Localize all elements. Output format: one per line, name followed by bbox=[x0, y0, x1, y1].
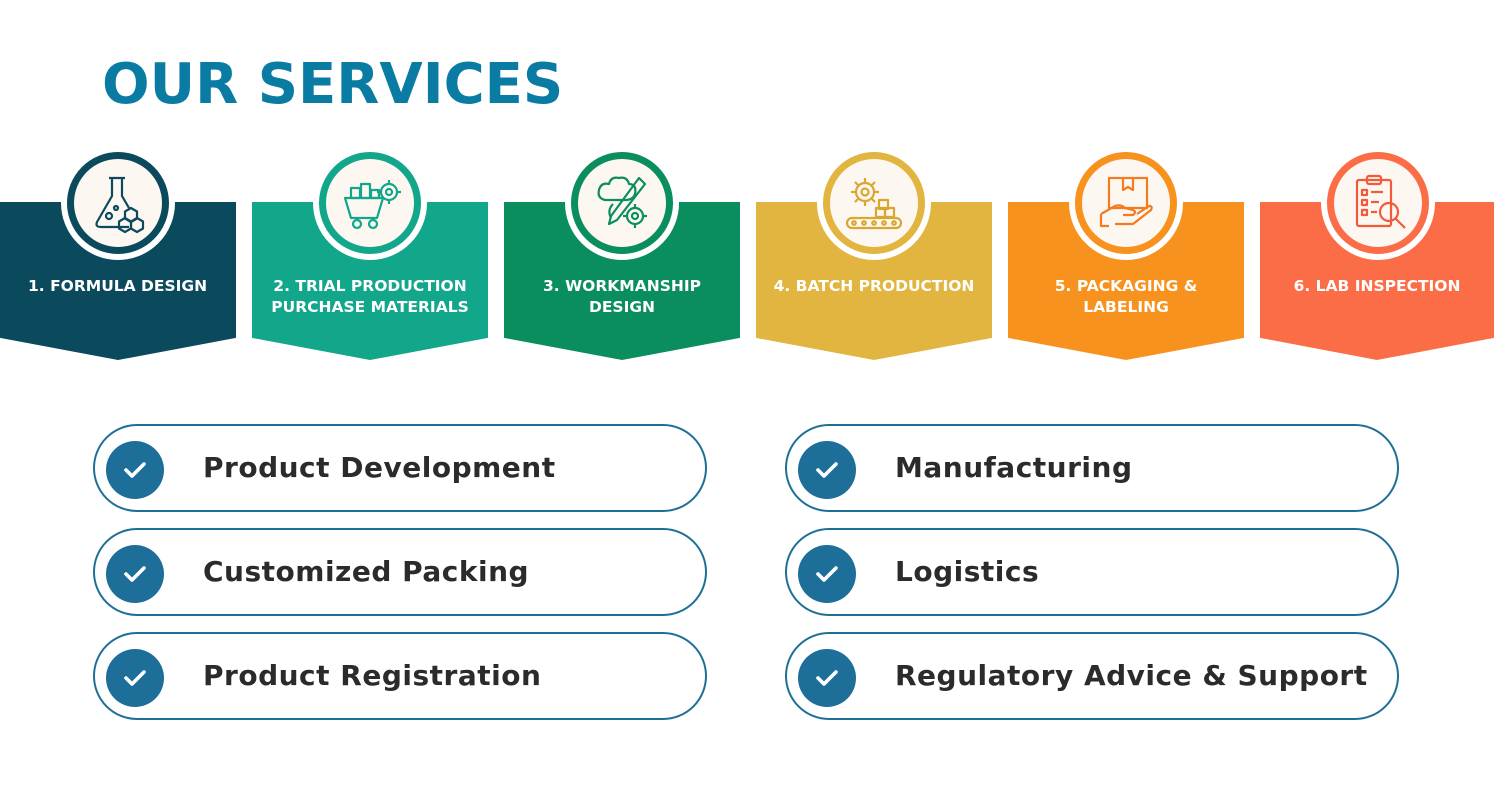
service-regulatory-advice: Regulatory Advice & Support bbox=[785, 632, 1399, 720]
clipboard-magnifier-icon bbox=[1355, 174, 1406, 229]
step-workmanship-design: 3. WORKMANSHIP DESIGN bbox=[504, 140, 740, 370]
step-label-line1: 1. FORMULA DESIGN bbox=[28, 277, 208, 295]
service-label: Product Development bbox=[203, 451, 556, 484]
box-hand-icon bbox=[1099, 176, 1153, 228]
step-icon-circle bbox=[565, 146, 679, 260]
step-formula-design: 1. FORMULA DESIGN bbox=[0, 140, 236, 370]
service-label: Product Registration bbox=[203, 659, 542, 692]
service-label: Customized Packing bbox=[203, 555, 530, 588]
check-icon bbox=[816, 670, 838, 686]
step-label-line1: 3. WORKMANSHIP bbox=[543, 277, 701, 295]
step-trial-production: 2. TRIAL PRODUCTION PURCHASE MATERIALS bbox=[252, 140, 488, 370]
conveyor-gear-icon bbox=[845, 178, 903, 230]
step-label-line2: PURCHASE MATERIALS bbox=[271, 298, 469, 316]
service-label: Manufacturing bbox=[895, 451, 1133, 484]
step-icon-circle bbox=[313, 146, 427, 260]
step-icon-circle bbox=[61, 146, 175, 260]
step-label-line1: 5. PACKAGING & bbox=[1054, 277, 1198, 295]
check-icon bbox=[124, 566, 146, 582]
page-title: OUR SERVICES bbox=[102, 52, 564, 117]
check-icon bbox=[124, 462, 146, 478]
check-icon bbox=[816, 566, 838, 582]
service-product-development: Product Development bbox=[93, 424, 707, 512]
service-product-registration: Product Registration bbox=[93, 632, 707, 720]
process-steps: 1. FORMULA DESIGN 2. TRIAL PRODUCTION PU… bbox=[0, 140, 1494, 370]
step-icon-circle bbox=[817, 146, 931, 260]
flask-icon bbox=[95, 176, 145, 234]
step-label-line1: 4. BATCH PRODUCTION bbox=[773, 277, 975, 295]
check-icon bbox=[124, 670, 146, 686]
step-label-line2: LABELING bbox=[1083, 298, 1169, 316]
step-batch-production: 4. BATCH PRODUCTION bbox=[756, 140, 992, 370]
check-icon bbox=[816, 462, 838, 478]
service-logistics: Logistics bbox=[785, 528, 1399, 616]
service-customized-packing: Customized Packing bbox=[93, 528, 707, 616]
step-label-line2: DESIGN bbox=[588, 298, 656, 316]
step-label-line1: 6. LAB INSPECTION bbox=[1293, 277, 1461, 295]
step-icon-circle bbox=[1321, 146, 1435, 260]
service-manufacturing: Manufacturing bbox=[785, 424, 1399, 512]
step-icon-circle bbox=[1069, 146, 1183, 260]
brain-gear-icon bbox=[597, 176, 647, 228]
step-label-line1: 2. TRIAL PRODUCTION bbox=[273, 277, 467, 295]
step-packaging-labeling: 5. PACKAGING & LABELING bbox=[1008, 140, 1244, 370]
step-lab-inspection: 6. LAB INSPECTION bbox=[1260, 140, 1494, 370]
service-label: Logistics bbox=[895, 555, 1040, 588]
service-label: Regulatory Advice & Support bbox=[895, 659, 1368, 692]
cart-gear-icon bbox=[343, 180, 401, 230]
